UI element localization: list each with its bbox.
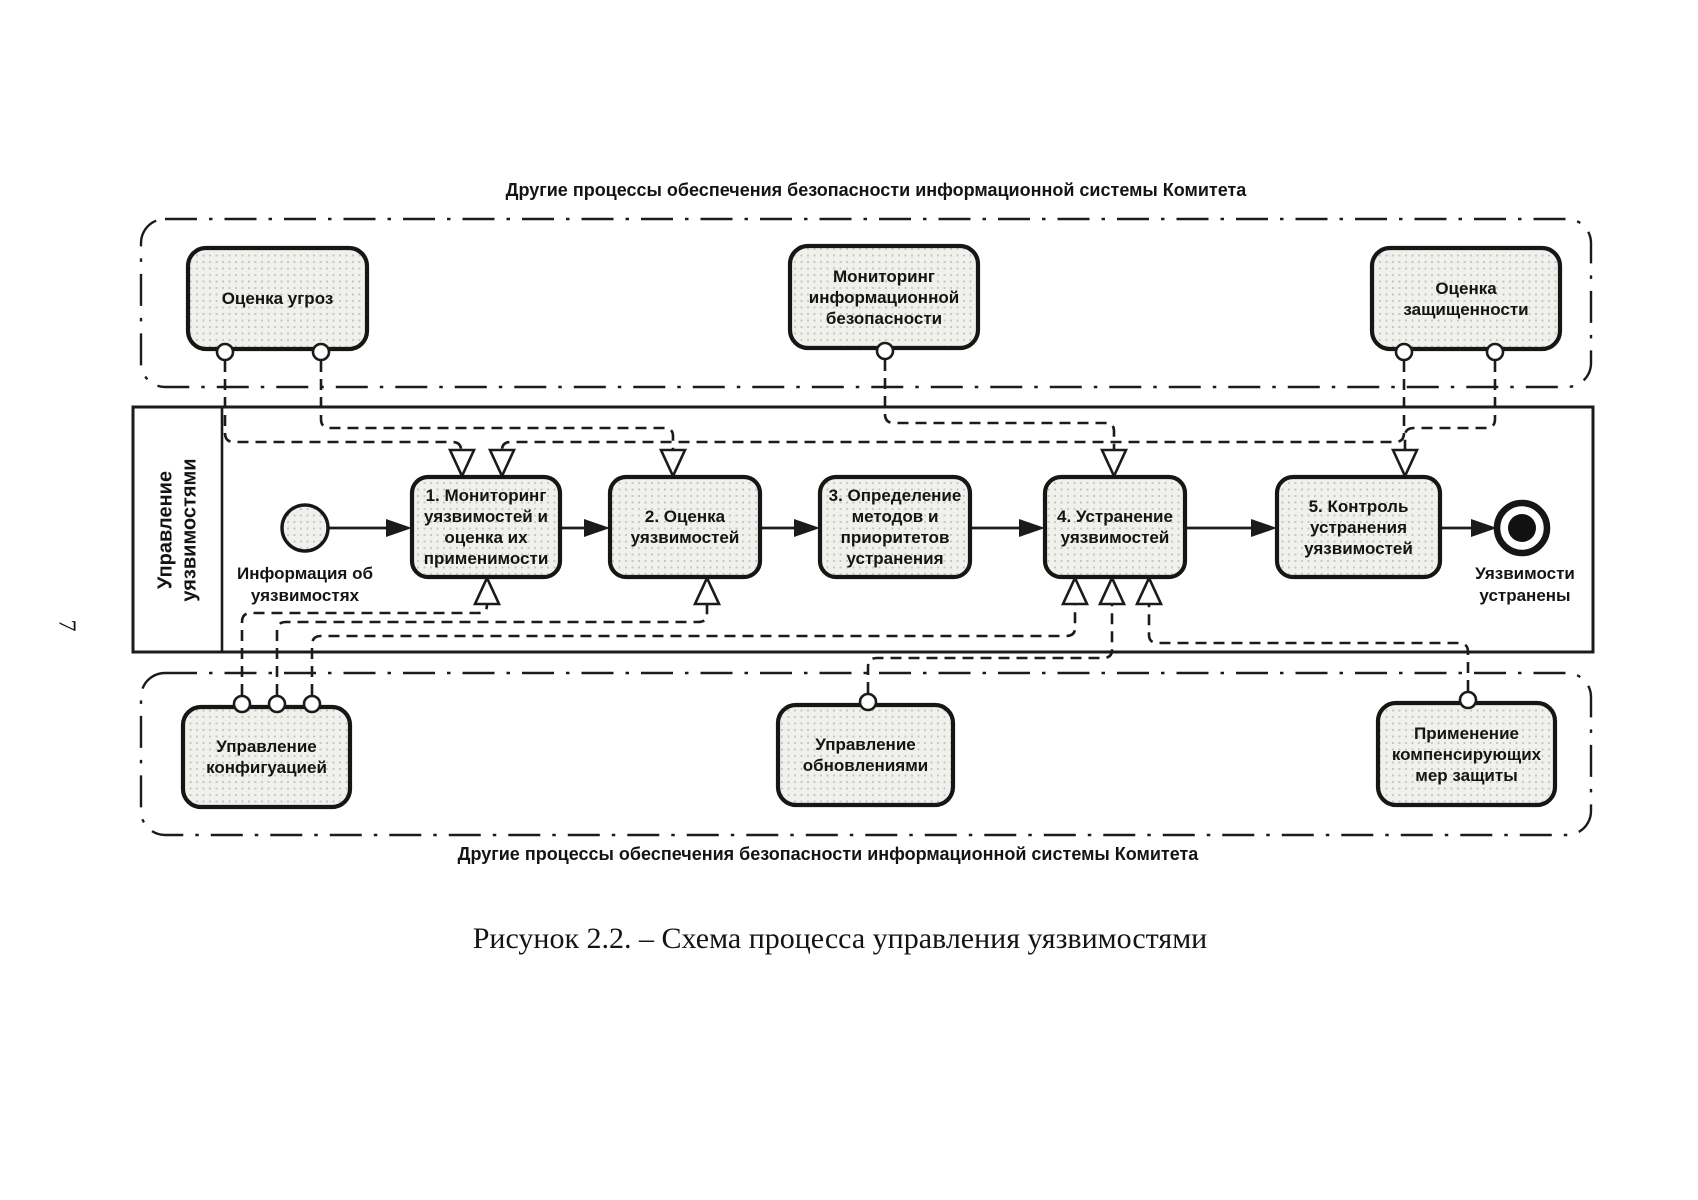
flow-eval2-to-step5 — [1403, 361, 1497, 450]
source-config2 — [267, 694, 287, 714]
message-flows — [223, 360, 1497, 695]
config-management-label: Управление конфигуацией — [206, 737, 327, 777]
step5-box — [1274, 474, 1443, 580]
arrow-into-step2-top — [658, 448, 688, 480]
bottom-lane-label: Другие процессы обеспечения безопасности… — [457, 844, 1199, 864]
flow-config2-to-step2 — [275, 604, 709, 695]
flow-eval1-to-step1 — [500, 361, 1406, 451]
config-management-box — [180, 704, 353, 810]
security-evaluation-box — [1369, 245, 1563, 352]
source-threat1 — [215, 342, 235, 362]
security-evaluation-label: Оценка защищенности — [1403, 278, 1529, 319]
flow-updates-to-step4 — [866, 604, 1114, 693]
arrow-into-step4-top — [1099, 448, 1129, 480]
step3-label: 3. Определение методов и приоритетов уст… — [828, 486, 962, 568]
process-boxes — [409, 474, 1443, 580]
step4-label: 4. Устранение уязвимостей — [1057, 507, 1173, 547]
compensating-measures-label: Применение компенсирующих мер защиты — [1391, 723, 1542, 785]
flow-threat2-to-step2 — [319, 361, 675, 450]
source-threat2 — [311, 342, 331, 362]
source-config3 — [302, 694, 322, 714]
step2-label: 2. Оценка уязвимостей — [630, 507, 740, 547]
seqhead-4 — [1019, 519, 1045, 537]
step1-box — [409, 474, 563, 580]
security-monitoring-label: Мониторинг информационной безопасности — [808, 266, 960, 328]
step1-label: 1. Мониторинг уязвимостей и оценка их пр… — [423, 486, 549, 568]
sequence-arrowheads — [386, 519, 1497, 537]
top-lane-border — [139, 217, 1593, 389]
end-event-inner — [1508, 514, 1536, 542]
seqhead-6 — [1471, 519, 1497, 537]
bottom-lane-border — [139, 671, 1593, 837]
seqhead-3 — [794, 519, 820, 537]
message-arrowheads — [447, 448, 1420, 606]
flow-compensating-to-step4 — [1147, 604, 1470, 691]
arrow-into-step5-top — [1390, 448, 1420, 480]
seqhead-5 — [1251, 519, 1277, 537]
message-source-circles — [215, 341, 1505, 714]
external-boxes — [180, 243, 1563, 810]
flow-config3-to-step4 — [310, 604, 1077, 695]
start-event-circle — [280, 503, 330, 553]
flow-config1-to-step1 — [240, 604, 489, 695]
arrow-into-step1-top-right — [487, 448, 517, 480]
top-lane-label: Другие процессы обеспечения безопасности… — [505, 180, 1247, 200]
threat-assessment-label: Оценка угроз — [221, 289, 334, 308]
arrow-into-step2-bottom — [692, 574, 722, 606]
step5-label: 5. Контроль устранения уязвимостей — [1304, 496, 1413, 558]
start-event-label: Информация об уязвимостях — [237, 564, 373, 605]
pool-label: Управление уязвимостями — [154, 457, 201, 602]
page-number: 7 — [53, 619, 80, 632]
end-event-label: Уязвимости устранены — [1475, 564, 1575, 605]
step4-box — [1042, 474, 1188, 580]
arrow-into-step1-bottom — [472, 574, 502, 606]
source-compensating — [1458, 690, 1478, 710]
threat-assessment-box — [185, 245, 370, 352]
figure-caption: Рисунок 2.2. – Схема процесса управления… — [472, 922, 1208, 955]
arrow-into-step4-bottom3 — [1134, 574, 1164, 606]
seqhead-1 — [386, 519, 412, 537]
flow-monitoring-to-step4 — [883, 360, 1116, 450]
arrow-into-step1-top-left — [447, 448, 477, 480]
arrow-into-step4-bottom1 — [1060, 574, 1090, 606]
source-eval2 — [1485, 342, 1505, 362]
source-monitoring — [875, 341, 895, 361]
source-updates — [858, 692, 878, 712]
arrow-into-step4-bottom2 — [1097, 574, 1127, 606]
source-eval1 — [1394, 342, 1414, 362]
source-config1 — [232, 694, 252, 714]
step3-box — [817, 474, 973, 580]
flow-threat1-to-step1 — [223, 361, 463, 451]
step2-box — [607, 474, 763, 580]
update-management-label: Управление обновлениями — [802, 735, 929, 775]
seqhead-2 — [584, 519, 610, 537]
pool-border — [131, 405, 1595, 654]
